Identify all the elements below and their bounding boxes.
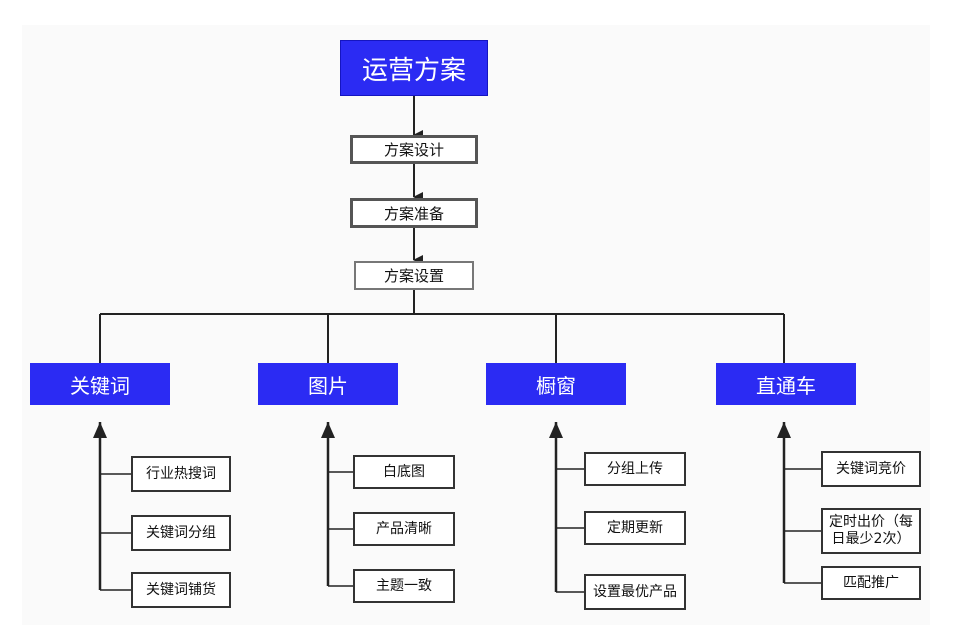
step-design: 方案设计: [350, 135, 478, 164]
leaf-keyword-bidding: 关键词竞价: [821, 451, 921, 487]
category-images: 图片: [258, 363, 398, 405]
leaf-keyword-listing: 关键词铺货: [131, 572, 231, 608]
leaf-best-products: 设置最优产品: [584, 574, 686, 610]
category-through-train: 直通车: [716, 363, 856, 405]
leaf-industry-hot-keywords: 行业热搜词: [131, 456, 231, 492]
leaf-white-background: 白底图: [353, 455, 455, 489]
category-showcase: 橱窗: [486, 363, 626, 405]
leaf-regular-update: 定期更新: [584, 511, 686, 545]
leaf-theme-consistent: 主题一致: [353, 569, 455, 603]
leaf-group-upload: 分组上传: [584, 452, 686, 486]
root-node: 运营方案: [340, 40, 488, 96]
leaf-match-promotion: 匹配推广: [821, 566, 921, 600]
leaf-product-clear: 产品清晰: [353, 512, 455, 546]
category-keywords: 关键词: [30, 363, 170, 405]
leaf-keyword-grouping: 关键词分组: [131, 515, 231, 551]
step-setup: 方案设置: [354, 261, 474, 290]
step-prepare: 方案准备: [350, 198, 478, 228]
leaf-timed-bidding: 定时出价（每日最少2次）: [821, 508, 921, 554]
